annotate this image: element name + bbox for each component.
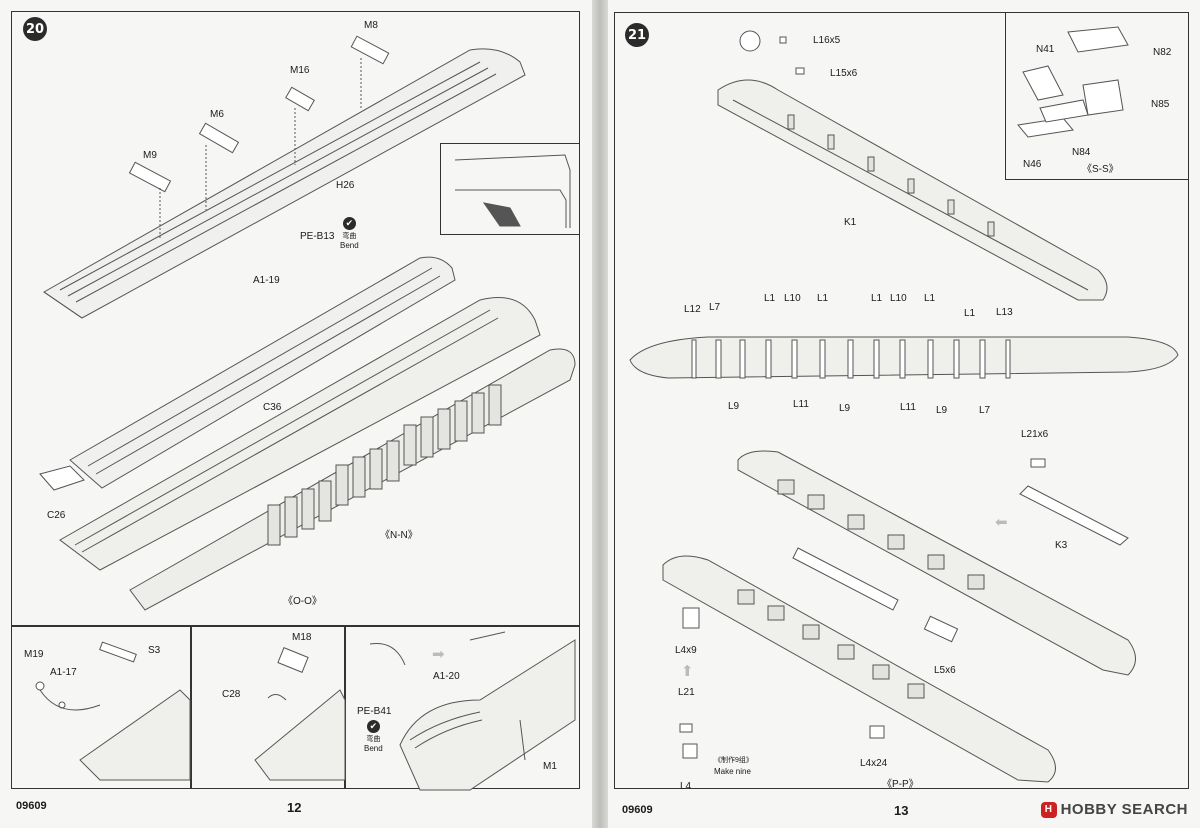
label-k3: K3 [1055,540,1068,551]
label-top-l10-a: L10 [784,293,801,304]
label-top-l1-c: L1 [871,293,883,304]
label-l21x6: L21x6 [1021,429,1049,440]
label-l4x24: L4x24 [860,758,888,769]
bend-note-2: ✔ 弯曲 Bend [364,720,383,753]
label-l4: L4 [680,781,692,792]
label-s3: S3 [148,645,161,656]
label-bottom-l9-c: L9 [936,405,948,416]
label-make-en: Make nine [714,767,751,776]
label-s-s: 《S-S》 [1082,164,1119,175]
label-n46: N46 [1023,159,1042,170]
bend-cn-text: 弯曲 [342,233,357,240]
step-21-frame [614,12,1189,789]
label-make-cn: 《制作9组》 [714,757,753,764]
label-top-l7: L7 [709,302,721,313]
label-m19: M19 [24,649,44,660]
watermark-text: HOBBY SEARCH [1060,801,1188,818]
up-arrow-icon: ⬆ [681,663,694,680]
label-pe-b13: PE-B13 [300,231,335,242]
catalog-number: 09609 [622,804,653,816]
label-top-l10-b: L10 [890,293,907,304]
label-bottom-l7: L7 [979,405,991,416]
label-top-l1-d: L1 [924,293,936,304]
hobby-search-watermark: H HOBBY SEARCH [1040,801,1188,818]
left-arrow-icon: ⬅ [995,514,1008,531]
label-c26: C26 [47,510,66,521]
label-l1-group: L1 [964,308,976,319]
label-m9: M9 [143,150,157,161]
bend-note-1: ✔ 弯曲 Bend [340,217,359,250]
bend-en-text: Bend [364,744,383,753]
label-n-n: 《N-N》 [380,530,418,541]
bend-check-icon: ✔ [366,720,380,733]
label-bottom-l9-b: L9 [839,403,851,414]
hobby-search-logo-icon: H [1040,801,1057,818]
detail-inset-frame [440,143,580,235]
label-m18: M18 [292,632,312,643]
label-o-o: 《O-O》 [283,596,322,607]
label-a1-17: A1-17 [50,667,77,678]
step-20-drawing [35,35,576,791]
page-number: 13 [894,803,909,818]
label-l21: L21 [678,687,695,698]
label-bottom-l11-a: L11 [793,399,809,410]
label-top-l1-b: L1 [817,293,829,304]
label-c36: C36 [263,402,282,413]
right-page: 21 [608,0,1200,828]
page-number: 12 [287,800,302,815]
label-m6: M6 [210,109,224,120]
label-c28: C28 [222,689,241,700]
label-l15x6: L15x6 [830,68,858,79]
label-n84: N84 [1072,147,1091,158]
catalog-number: 09609 [16,800,47,812]
step-number-20: 20 [23,17,47,41]
step-number-21: 21 [625,23,649,47]
left-page: 20 [0,0,592,828]
step-20-frame [11,11,580,626]
label-top-l1-a: L1 [764,293,776,304]
s-s-inset-frame [1005,12,1189,180]
label-m1: M1 [543,761,557,772]
book-gutter [592,0,608,828]
label-a1-19: A1-19 [253,275,280,286]
label-top-l13: L13 [996,307,1013,318]
label-n82: N82 [1153,47,1172,58]
label-bottom-l9-a: L9 [728,401,740,412]
label-top-l12: L12 [684,304,701,315]
label-bottom-l11-b: L11 [900,402,916,413]
label-l16x5: L16x5 [813,35,841,46]
label-n85: N85 [1151,99,1170,110]
label-l4x9: L4x9 [675,645,697,656]
right-arrow-icon: ➡ [432,646,445,663]
bend-cn-text: 弯曲 [366,736,381,743]
label-m8: M8 [364,20,378,31]
step-21-drawing [629,26,1179,783]
label-n41: N41 [1036,44,1055,55]
label-k1: K1 [844,217,857,228]
label-l5x6: L5x6 [934,665,956,676]
bend-check-icon: ✔ [342,217,356,230]
label-h26: H26 [336,180,355,191]
label-a1-20: A1-20 [433,671,460,682]
label-m16: M16 [290,65,310,76]
bend-en-text: Bend [340,241,359,250]
label-p-p: 《P-P》 [882,779,919,790]
label-pe-b41: PE-B41 [357,706,392,717]
